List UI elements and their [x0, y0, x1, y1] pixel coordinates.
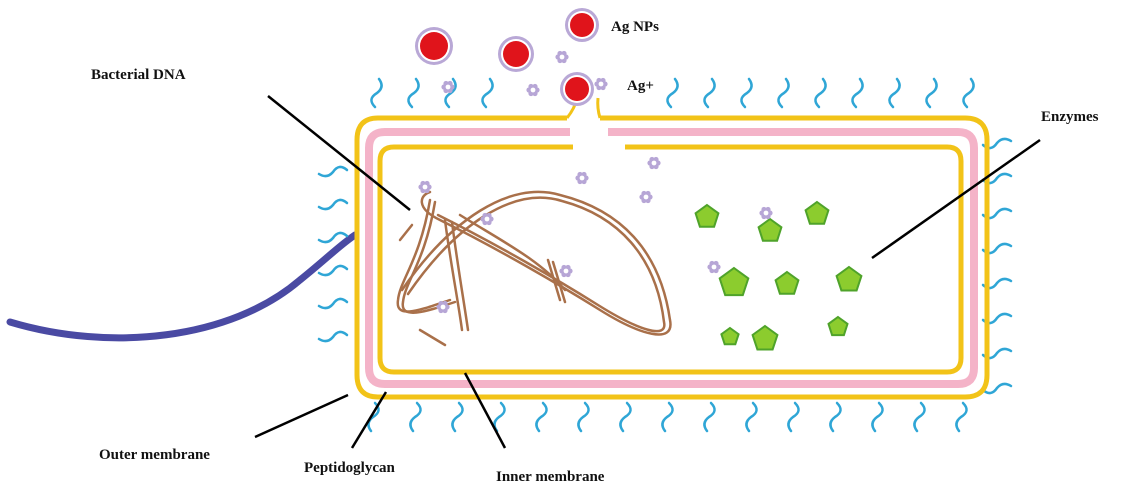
silver-nanoparticles-group: [415, 8, 599, 106]
pilus: [661, 401, 674, 433]
pilus: [777, 77, 790, 109]
pilus: [925, 77, 938, 109]
pilus: [370, 77, 383, 109]
pilus: [955, 401, 968, 433]
pilus: [317, 330, 349, 343]
pilus: [888, 77, 901, 109]
outer-membrane: [354, 115, 990, 400]
silver-ion-icon: [526, 83, 540, 97]
pilus: [981, 382, 1013, 395]
label-ag-nps: Ag NPs: [611, 19, 659, 35]
peptidoglycan-layer: [365, 128, 978, 388]
enzyme-pentagon-icon: [774, 270, 800, 295]
pilus: [913, 401, 926, 433]
pilus: [962, 77, 975, 109]
pili-group: [317, 77, 1013, 433]
pilus: [703, 77, 716, 109]
bacterial-dna: [396, 190, 672, 347]
enzyme-pentagon-icon: [835, 265, 863, 292]
enzyme-pentagon-icon: [720, 326, 740, 346]
pilus: [317, 231, 349, 244]
pilus: [871, 401, 884, 433]
pilus: [317, 198, 349, 211]
label-bacterial-dna: Bacterial DNA: [91, 67, 186, 83]
silver-ion-icon: [594, 77, 608, 91]
pilus: [317, 165, 349, 178]
pilus: [444, 77, 457, 109]
pilus: [814, 77, 827, 109]
pilus: [740, 77, 753, 109]
enzyme-pentagon-icon: [757, 217, 783, 242]
silver-ion-icon: [480, 212, 494, 226]
pilus: [409, 401, 422, 433]
silver-ion-icon: [639, 190, 653, 204]
inner-membrane: [377, 144, 964, 375]
pilus: [787, 401, 800, 433]
leader-enzymes: [871, 138, 1041, 260]
leader-inner-membrane: [463, 372, 507, 449]
silver-ion-icon: [647, 156, 661, 170]
flagellum: [6, 231, 359, 342]
silver-nanoparticle-icon: [565, 8, 599, 42]
pilus: [829, 401, 842, 433]
silver-ion-icon: [707, 260, 721, 274]
label-outer-membrane: Outer membrane: [99, 447, 210, 463]
silver-nanoparticle-icon: [498, 36, 534, 72]
label-enzymes: Enzymes: [1041, 109, 1099, 125]
silver-ion-icon: [575, 171, 589, 185]
silver-ion-icon: [559, 264, 573, 278]
pilus: [666, 77, 679, 109]
pilus: [577, 401, 590, 433]
pilus: [451, 401, 464, 433]
pilus: [851, 77, 864, 109]
leader-lines: [254, 95, 1041, 449]
enzyme-pentagon-icon: [694, 203, 720, 228]
leader-peptidoglycan: [350, 391, 388, 449]
pilus: [619, 401, 632, 433]
pilus: [493, 401, 506, 433]
leader-bacterial-dna: [267, 95, 411, 211]
silver-ions-group: [418, 50, 773, 314]
label-peptidoglycan: Peptidoglycan: [304, 460, 395, 476]
pilus: [703, 401, 716, 433]
silver-ion-icon: [418, 180, 432, 194]
leader-outer-membrane: [254, 393, 349, 439]
pilus: [481, 77, 494, 109]
enzyme-pentagon-icon: [804, 200, 830, 225]
label-inner-membrane: Inner membrane: [496, 469, 605, 485]
silver-ion-icon: [555, 50, 569, 64]
pilus: [745, 401, 758, 433]
silver-ion-icon: [441, 80, 455, 94]
enzyme-pentagon-icon: [751, 324, 779, 351]
label-ag-ion: Ag+: [627, 78, 654, 94]
silver-ion-icon: [759, 206, 773, 220]
silver-nanoparticle-icon: [560, 72, 594, 106]
pilus: [535, 401, 548, 433]
pilus: [407, 77, 420, 109]
silver-nanoparticle-icon: [415, 27, 453, 65]
pilus: [317, 264, 349, 277]
pilus: [317, 297, 349, 310]
silver-ion-icon: [436, 300, 450, 314]
enzyme-pentagon-icon: [718, 266, 750, 297]
enzyme-pentagon-icon: [827, 315, 849, 337]
pilus: [367, 401, 380, 433]
enzymes-group: [694, 200, 863, 351]
